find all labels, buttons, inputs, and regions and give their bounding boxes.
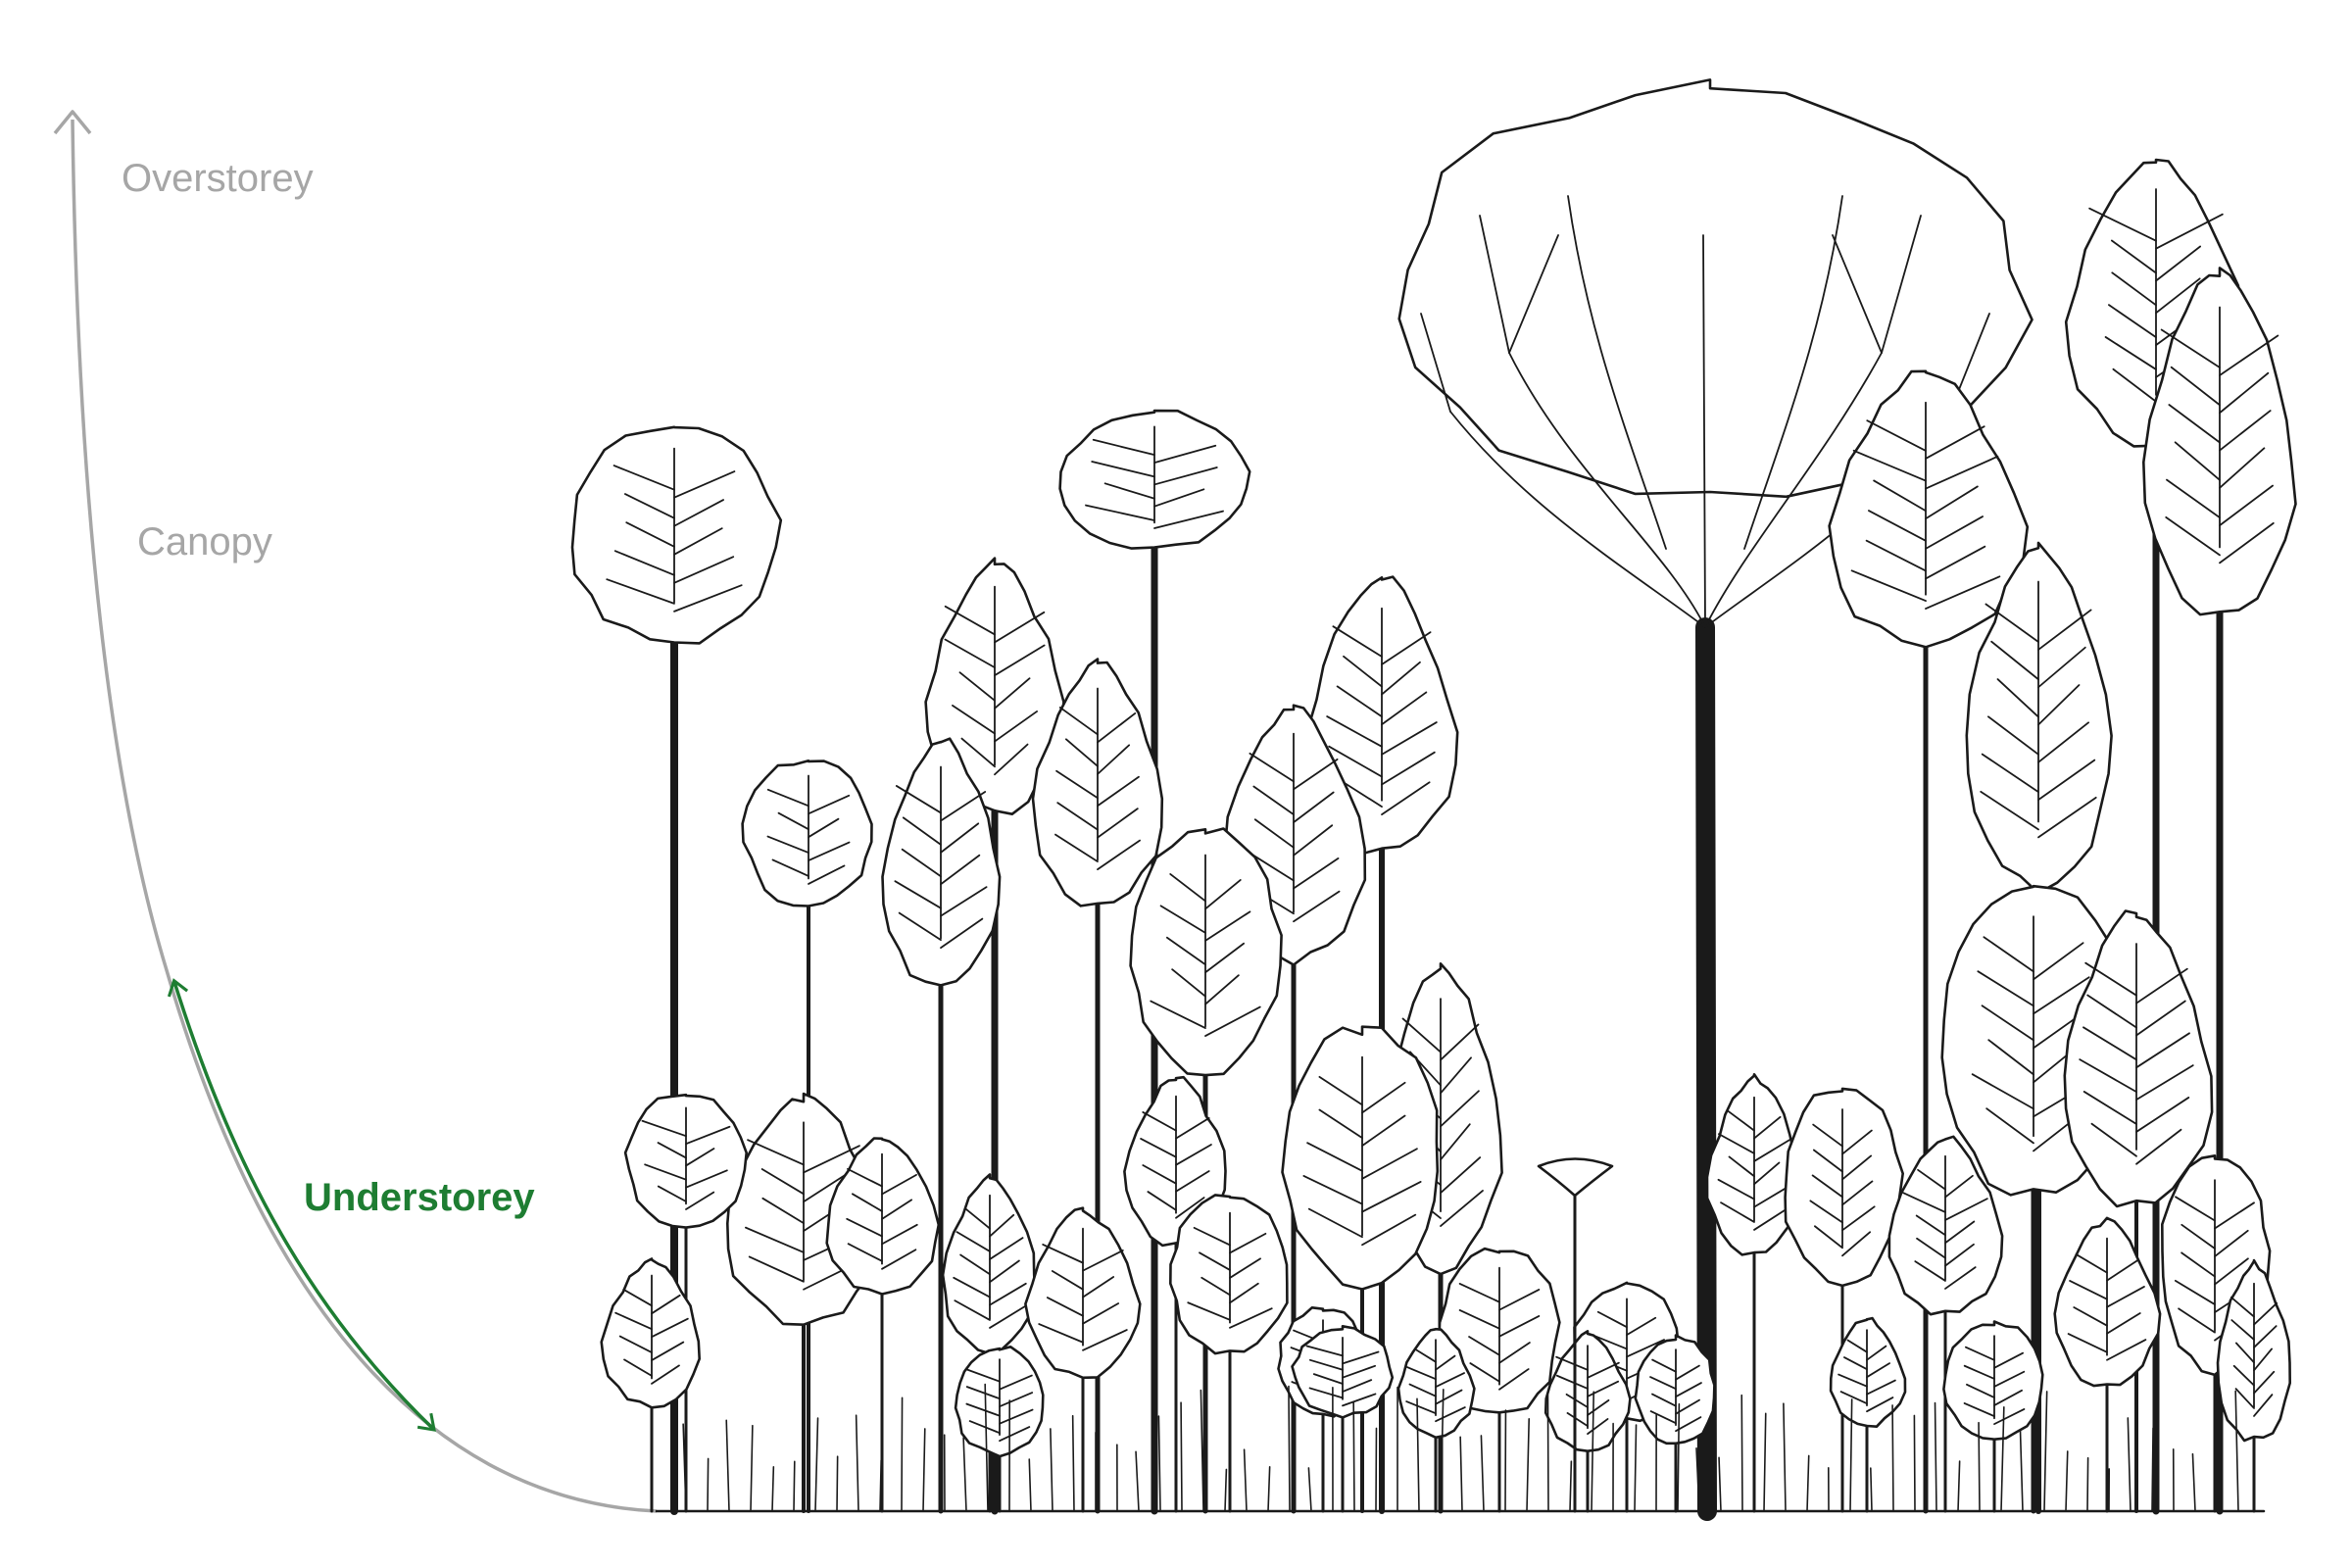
tree bbox=[1544, 1330, 1632, 1513]
tree bbox=[954, 1346, 1045, 1513]
tree bbox=[1828, 369, 2030, 1514]
tree bbox=[1169, 1194, 1289, 1513]
tree bbox=[741, 760, 873, 1513]
overstorey-label: Overstorey bbox=[122, 157, 314, 200]
tree bbox=[1634, 1334, 1716, 1513]
palm-sapling bbox=[1537, 1157, 1614, 1513]
tree bbox=[1291, 1325, 1395, 1513]
canopy-label: Canopy bbox=[137, 520, 272, 564]
tree bbox=[1031, 658, 1164, 1514]
tree bbox=[1024, 1206, 1142, 1513]
understorey-range-arrow bbox=[167, 978, 436, 1432]
understorey-label: Understorey bbox=[304, 1176, 535, 1219]
tree bbox=[600, 1257, 701, 1513]
tree bbox=[1829, 1316, 1907, 1513]
tree bbox=[881, 737, 1002, 1514]
axis-top-arrowhead bbox=[53, 110, 92, 135]
tree bbox=[1887, 1135, 2004, 1513]
tree bbox=[825, 1137, 941, 1513]
tree bbox=[941, 1173, 1037, 1513]
tree bbox=[1281, 1025, 1440, 1513]
tree bbox=[1784, 1087, 1904, 1513]
tree bbox=[2063, 909, 2214, 1513]
tree bbox=[1942, 1320, 2044, 1513]
forest-illustration bbox=[570, 78, 2297, 1521]
tree bbox=[1705, 1073, 1804, 1513]
height-axis-curve bbox=[71, 119, 658, 1513]
tree bbox=[2053, 1216, 2162, 1513]
